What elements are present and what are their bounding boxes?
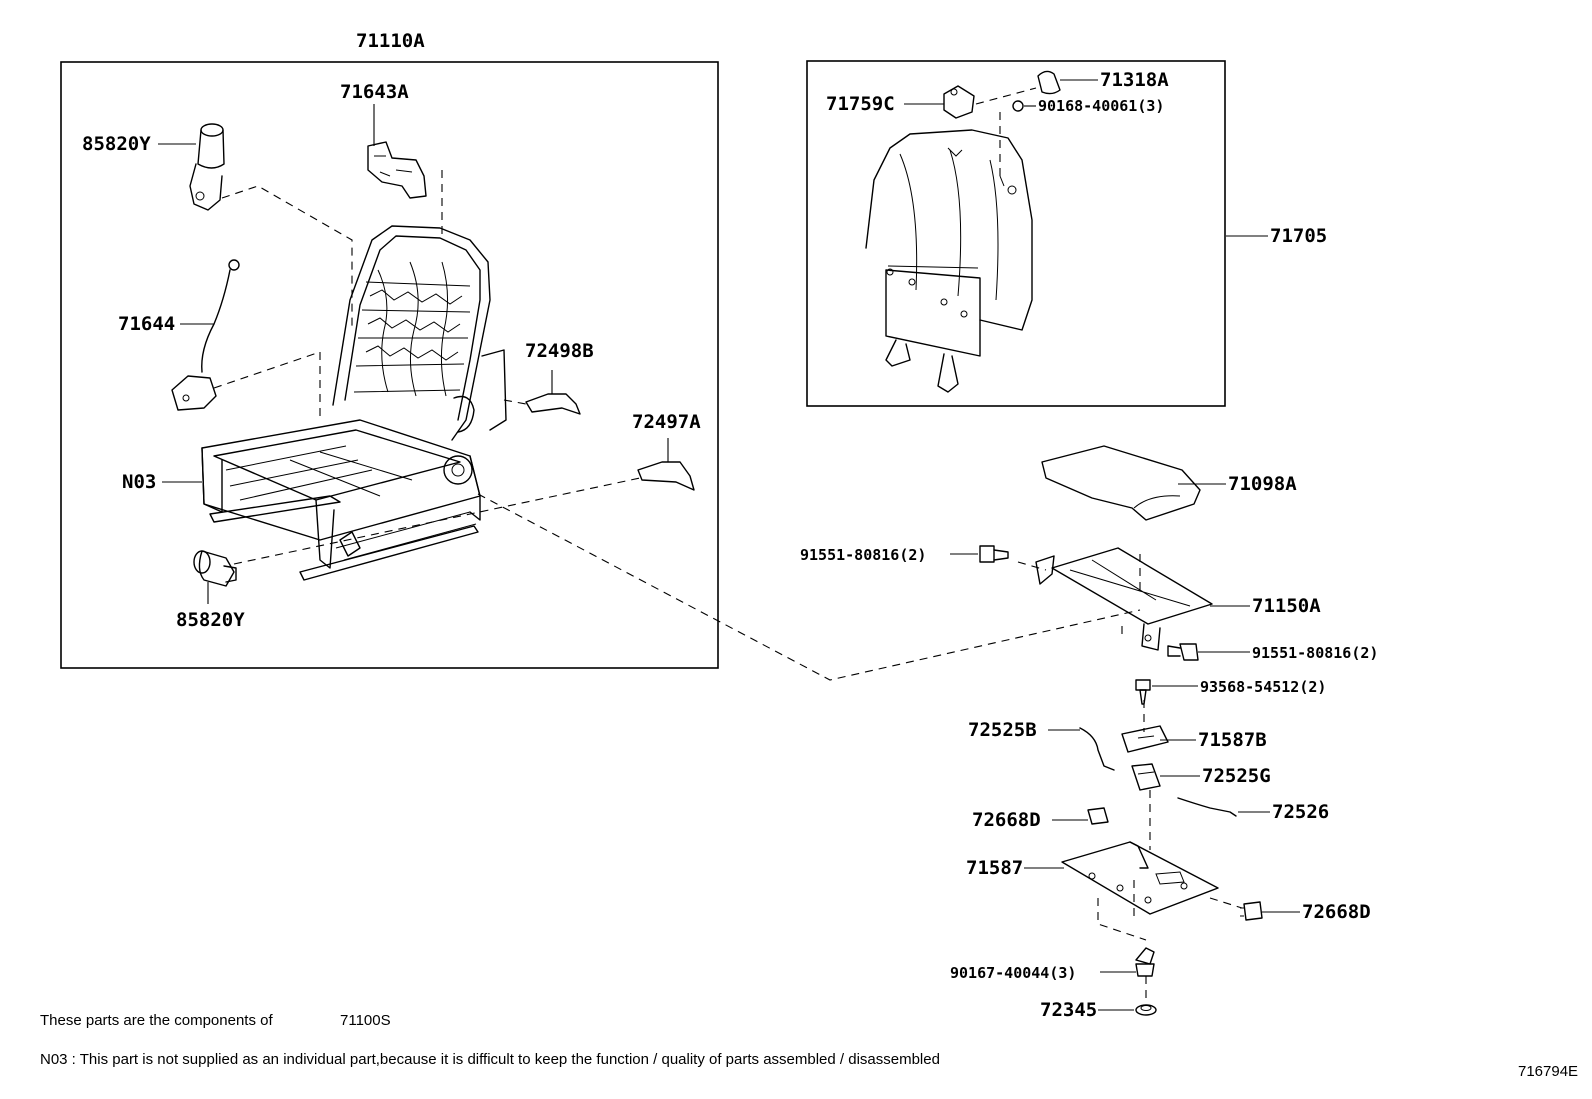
part-71644 <box>171 259 240 411</box>
label-71110A[interactable]: 71110A <box>356 30 425 52</box>
dash-lines-left <box>213 170 1141 681</box>
dash-lines-headrest <box>975 87 1037 176</box>
label-71759C[interactable]: 71759C <box>826 93 895 115</box>
note-n03: N03 : This part is not supplied as an in… <box>40 1051 940 1068</box>
part-72497A <box>637 438 695 491</box>
label-71318A[interactable]: 71318A <box>1100 69 1169 91</box>
label-93568[interactable]: 93568-54512(2) <box>1200 678 1326 696</box>
label-71705[interactable]: 71705 <box>1270 225 1327 247</box>
part-72526 <box>1177 797 1270 817</box>
note-components-prefix: These parts are the components of <box>40 1012 273 1029</box>
assembly-box-71110A <box>60 61 719 669</box>
label-71150A[interactable]: 71150A <box>1252 595 1321 617</box>
note-components: These parts are the components of <box>40 1012 273 1029</box>
label-71587[interactable]: 71587 <box>966 857 1023 879</box>
part-71587 <box>1061 841 1219 915</box>
label-72668D-left[interactable]: 72668D <box>972 809 1041 831</box>
part-72668D-right <box>1240 901 1300 921</box>
part-71318A <box>1037 70 1098 95</box>
headrest-box-71705 <box>806 60 1226 407</box>
part-85820Y-top <box>189 123 225 211</box>
label-71644[interactable]: 71644 <box>118 313 175 335</box>
label-72668D-right[interactable]: 72668D <box>1302 901 1371 923</box>
part-71150A <box>1035 547 1213 651</box>
label-91551-right[interactable]: 91551-80816(2) <box>1252 644 1378 662</box>
label-72345[interactable]: 72345 <box>1040 999 1097 1021</box>
label-85820Y-top[interactable]: 85820Y <box>82 133 151 155</box>
label-72526[interactable]: 72526 <box>1272 801 1329 823</box>
label-71587B[interactable]: 71587B <box>1198 729 1267 751</box>
label-72525B[interactable]: 72525B <box>968 719 1037 741</box>
part-72525G <box>1131 763 1200 791</box>
label-85820Y-bottom[interactable]: 85820Y <box>176 609 245 631</box>
dash-lines-right <box>1017 554 1243 1000</box>
part-71705-seatback-pad <box>865 129 1033 393</box>
part-90168-screw <box>1012 100 1036 112</box>
part-71587B <box>1121 725 1196 753</box>
part-71098A <box>1041 445 1201 521</box>
part-91551-bolt-left <box>950 545 1009 563</box>
label-71098A[interactable]: 71098A <box>1228 473 1297 495</box>
figure-id: 716794E <box>1518 1063 1578 1080</box>
label-71643A[interactable]: 71643A <box>340 81 409 103</box>
part-91551-bolt-right <box>1167 643 1250 661</box>
part-72345 <box>1098 1004 1157 1016</box>
part-72668D-left <box>1052 807 1109 825</box>
note-components-code[interactable]: 71100S <box>340 1012 391 1029</box>
label-72497A[interactable]: 72497A <box>632 411 701 433</box>
label-72525G[interactable]: 72525G <box>1202 765 1271 787</box>
label-91551-left[interactable]: 91551-80816(2) <box>800 546 926 564</box>
part-72498B <box>525 370 581 415</box>
label-90168[interactable]: 90168-40061(3) <box>1038 97 1164 115</box>
seat-frame-drawing <box>201 225 507 581</box>
part-85820Y-bottom <box>193 550 237 604</box>
part-90167-bolt <box>1100 947 1155 977</box>
part-71759C <box>943 85 975 119</box>
part-71643A <box>367 104 427 199</box>
label-72498B[interactable]: 72498B <box>525 340 594 362</box>
label-N03[interactable]: N03 <box>122 471 156 493</box>
label-90167[interactable]: 90167-40044(3) <box>950 964 1076 982</box>
part-72525B <box>1048 727 1115 771</box>
part-93568-bolt <box>1135 679 1198 705</box>
